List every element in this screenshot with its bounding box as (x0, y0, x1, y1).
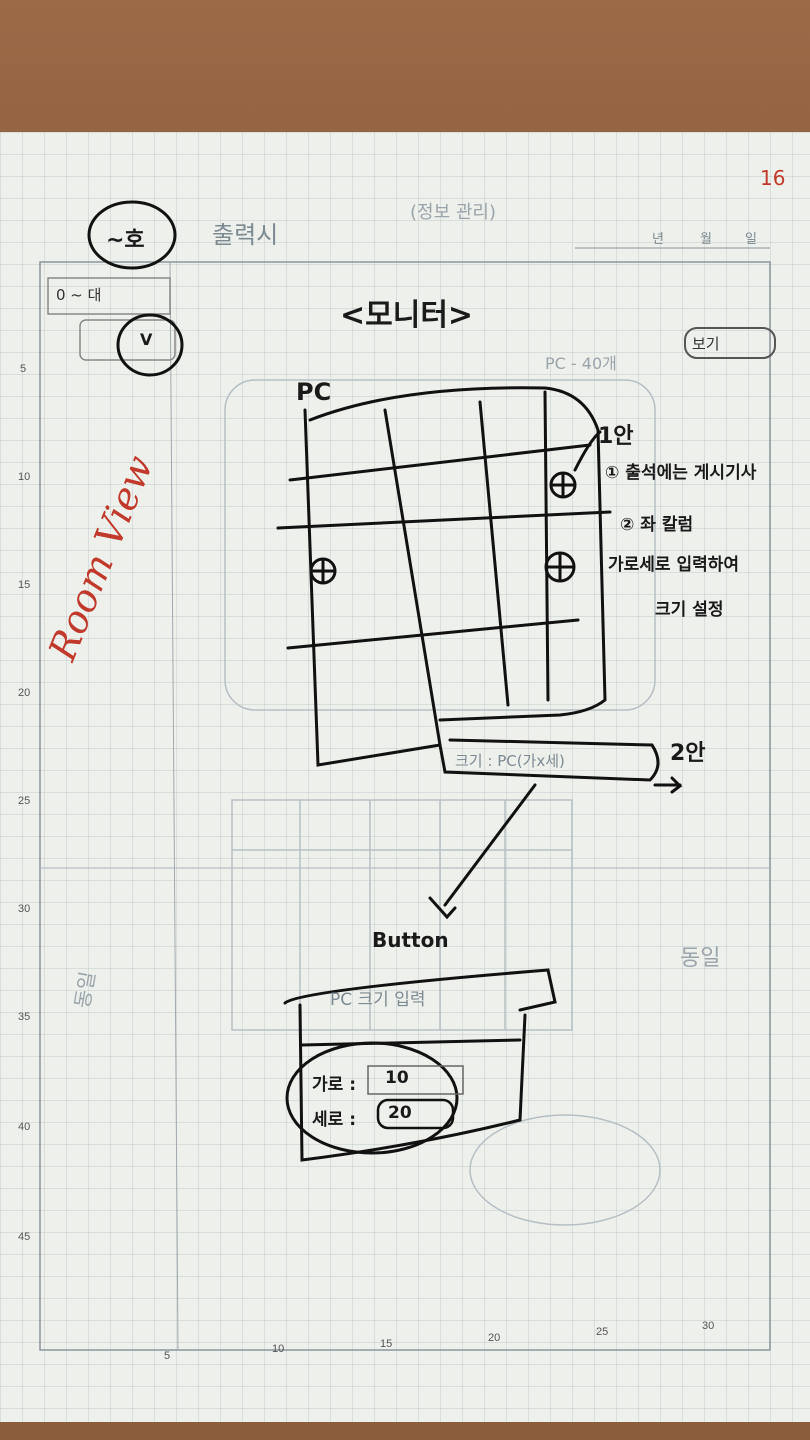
output-note: 출력시 (212, 221, 279, 249)
faint-grid (224, 379, 661, 1226)
col-number: 5 (164, 1350, 171, 1362)
button-label[interactable]: Button (372, 928, 449, 952)
dropdown-text[interactable]: 0 ~ 대 (56, 286, 102, 304)
row-number: 30 (18, 903, 31, 915)
pc-count-label: PC - 40개 (545, 354, 617, 373)
pc-grid (276, 386, 683, 1162)
grid-paper (0, 132, 810, 1422)
col-number: 30 (702, 1320, 715, 1332)
option1-line-3: 가로세로 입력하여 (608, 555, 740, 575)
badge-outline (684, 327, 776, 359)
col-number: 20 (488, 1332, 501, 1344)
option1-line-2: ② 좌 칼럼 (620, 515, 694, 535)
date-year-label: 년 (652, 232, 664, 247)
col-number: 15 (380, 1338, 393, 1350)
option1-line-4: 크기 설정 (655, 600, 724, 620)
page-title: <모니터> (340, 298, 474, 333)
row-number: 5 (20, 363, 27, 375)
row-number: 20 (18, 687, 31, 699)
option1-label: 1안 (598, 424, 634, 449)
option2-label: 2안 (670, 741, 706, 766)
row-number: 40 (18, 1121, 31, 1133)
faint-word-right: 동일 (680, 946, 721, 971)
pc-label: PC (296, 378, 332, 406)
height-field-label: 세로 : (312, 1110, 356, 1130)
option2-box-text[interactable]: 크기 : PC(가x세) (455, 752, 565, 770)
faint-heading: (정보 관리) (410, 202, 497, 223)
date-month-label: 월 (700, 232, 712, 247)
row-number: 10 (18, 471, 31, 483)
height-field-value[interactable]: 20 (388, 1103, 412, 1123)
right-badge[interactable]: 보기 (692, 335, 720, 353)
option1-line-1: ① 출석에는 게시기사 (605, 463, 757, 483)
page-border (39, 261, 771, 1351)
dropdown-box (47, 277, 171, 315)
dropdown-faint-box (79, 319, 176, 361)
width-field-label: 가로 : (312, 1075, 356, 1095)
room-label: ~호 (106, 228, 145, 253)
page-number: 16 (760, 166, 786, 190)
row-number: 35 (18, 1011, 31, 1023)
width-field-value[interactable]: 10 (385, 1068, 409, 1088)
dropdown-value[interactable]: V (140, 330, 153, 349)
row-number: 15 (18, 579, 31, 591)
col-number: 10 (272, 1343, 285, 1355)
col-number: 25 (596, 1326, 609, 1338)
row-number: 45 (18, 1231, 31, 1243)
row-number: 25 (18, 795, 31, 807)
dialog-title: PC 크기 입력 (330, 990, 426, 1010)
dropdown-circle (116, 313, 184, 377)
margin-line (169, 261, 179, 1351)
date-day-label: 일 (745, 232, 757, 247)
room-circle (87, 200, 177, 270)
